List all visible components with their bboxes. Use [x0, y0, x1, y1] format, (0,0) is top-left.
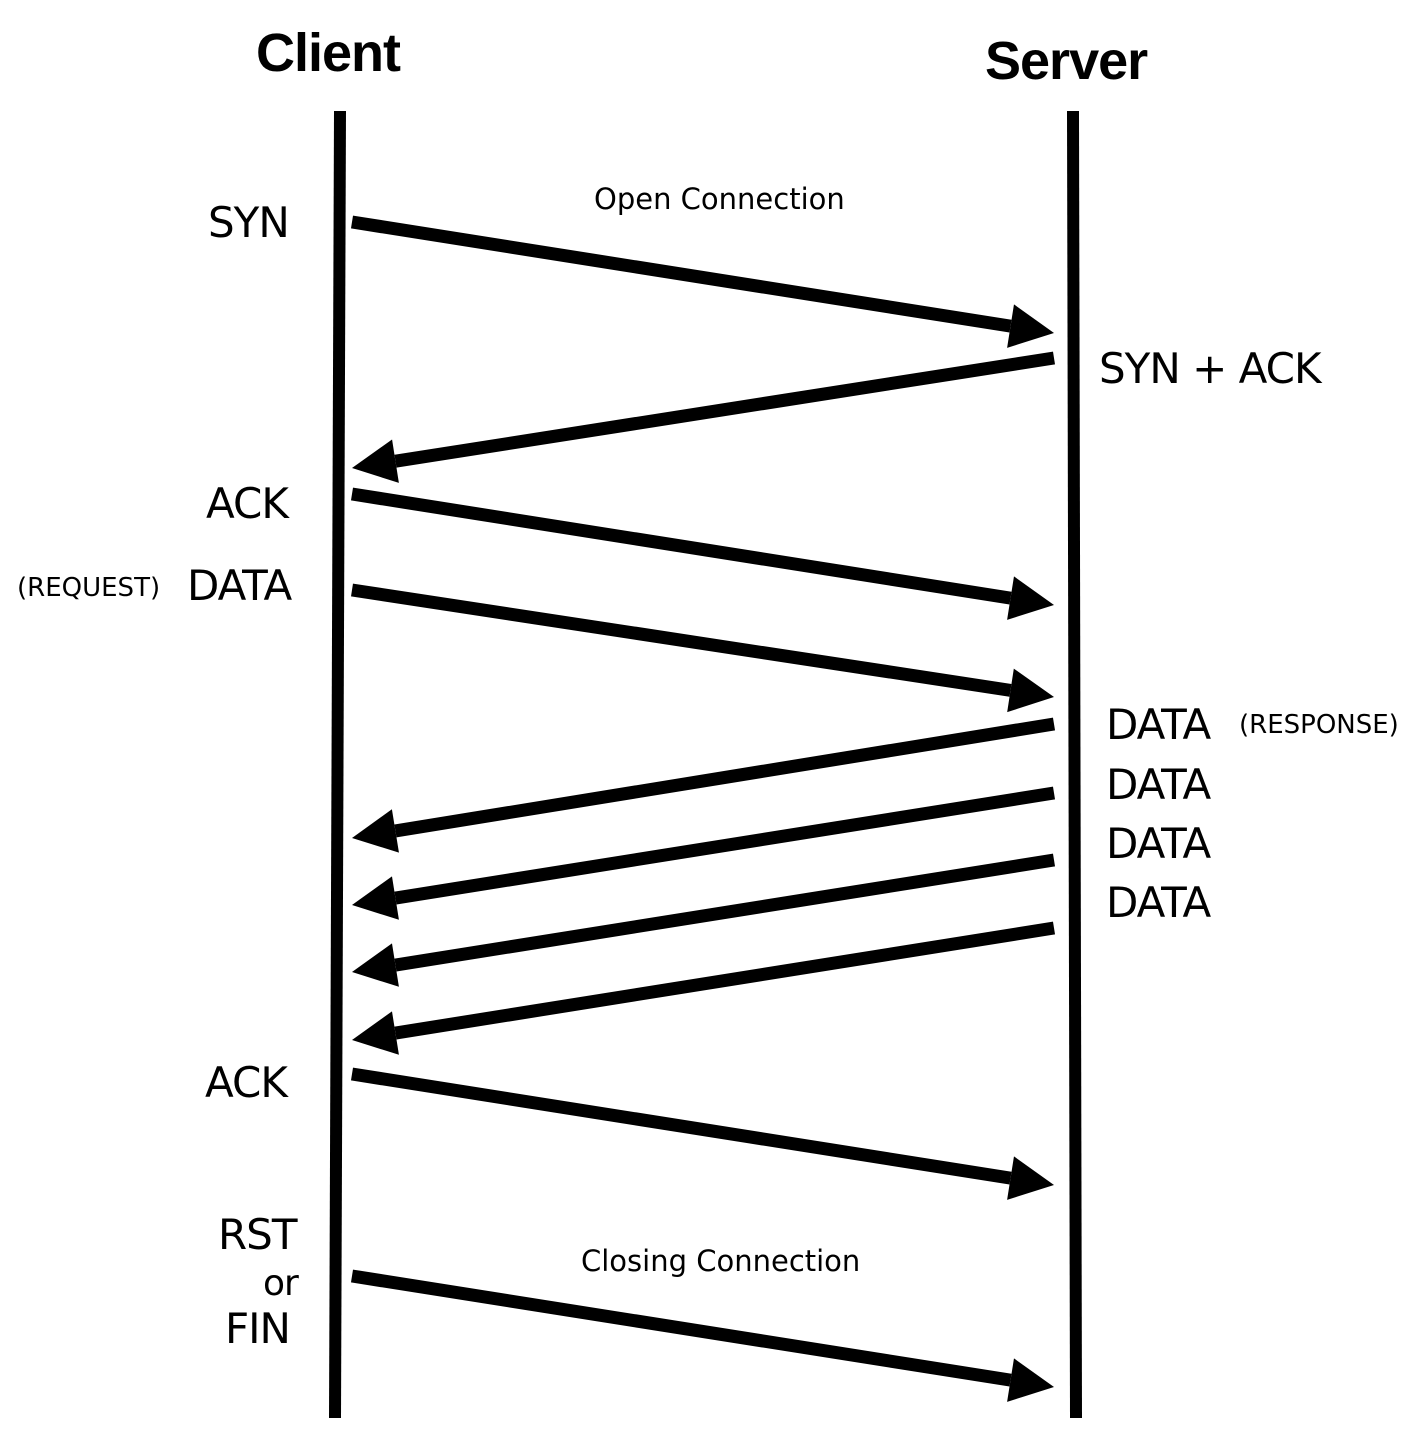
msg-qualifier-response: (RESPONSE)	[1239, 710, 1399, 740]
msg-label-syn-ack: SYN + ACK	[1099, 344, 1321, 393]
arrow-shaft	[350, 487, 1012, 605]
arrowhead-icon	[1007, 668, 1054, 713]
arrowhead-icon	[352, 1011, 399, 1055]
msg-label-data-response: DATA	[1106, 700, 1211, 749]
message-arrow-5	[352, 717, 1056, 853]
client-lifeline	[329, 110, 346, 1419]
arrow-shaft	[394, 786, 1056, 905]
open-connection-note: Open Connection	[594, 182, 845, 216]
arrowhead-icon	[352, 439, 399, 483]
server-heading: Server	[985, 31, 1148, 91]
msg-label-data-3: DATA	[1106, 819, 1211, 868]
message-arrow-10	[350, 1269, 1054, 1402]
arrow-shaft	[394, 351, 1056, 468]
msg-label-ack: ACK	[206, 479, 289, 528]
arrowhead-icon	[352, 943, 399, 987]
msg-label-ack-final: ACK	[205, 1058, 288, 1107]
msg-label-rst: RST	[218, 1210, 297, 1259]
client-heading: Client	[256, 23, 401, 83]
arrowhead-icon	[1007, 304, 1054, 348]
arrowhead-icon	[1007, 576, 1054, 620]
message-arrow-3	[350, 487, 1054, 620]
message-arrow-6	[352, 786, 1056, 920]
msg-label-data-request: DATA	[187, 561, 292, 610]
arrow-shaft	[350, 1067, 1012, 1185]
arrow-shaft	[350, 215, 1012, 333]
msg-label-data-4: DATA	[1106, 878, 1211, 927]
msg-label-or: or	[263, 1263, 299, 1304]
closing-connection-note: Closing Connection	[581, 1244, 861, 1278]
arrow-shaft	[351, 583, 1012, 697]
message-arrow-1	[350, 215, 1054, 348]
message-arrow-9	[350, 1067, 1054, 1200]
msg-label-data-2: DATA	[1106, 760, 1211, 809]
msg-label-syn: SYN	[208, 198, 290, 247]
arrow-shaft	[394, 921, 1056, 1040]
server-lifeline	[1067, 110, 1082, 1419]
message-arrow-4	[351, 583, 1054, 713]
message-arrow-2	[352, 351, 1056, 483]
msg-qualifier-request: (REQUEST)	[17, 573, 161, 603]
arrowhead-icon	[352, 809, 399, 853]
arrow-shaft	[394, 717, 1056, 838]
arrowhead-icon	[1007, 1156, 1054, 1200]
message-arrow-7	[352, 853, 1056, 987]
arrowhead-icon	[1007, 1358, 1054, 1402]
arrow-shaft	[350, 1269, 1012, 1387]
arrow-shaft	[394, 853, 1056, 972]
msg-label-fin: FIN	[225, 1304, 291, 1353]
arrowhead-icon	[352, 876, 399, 920]
message-arrow-8	[352, 921, 1056, 1055]
